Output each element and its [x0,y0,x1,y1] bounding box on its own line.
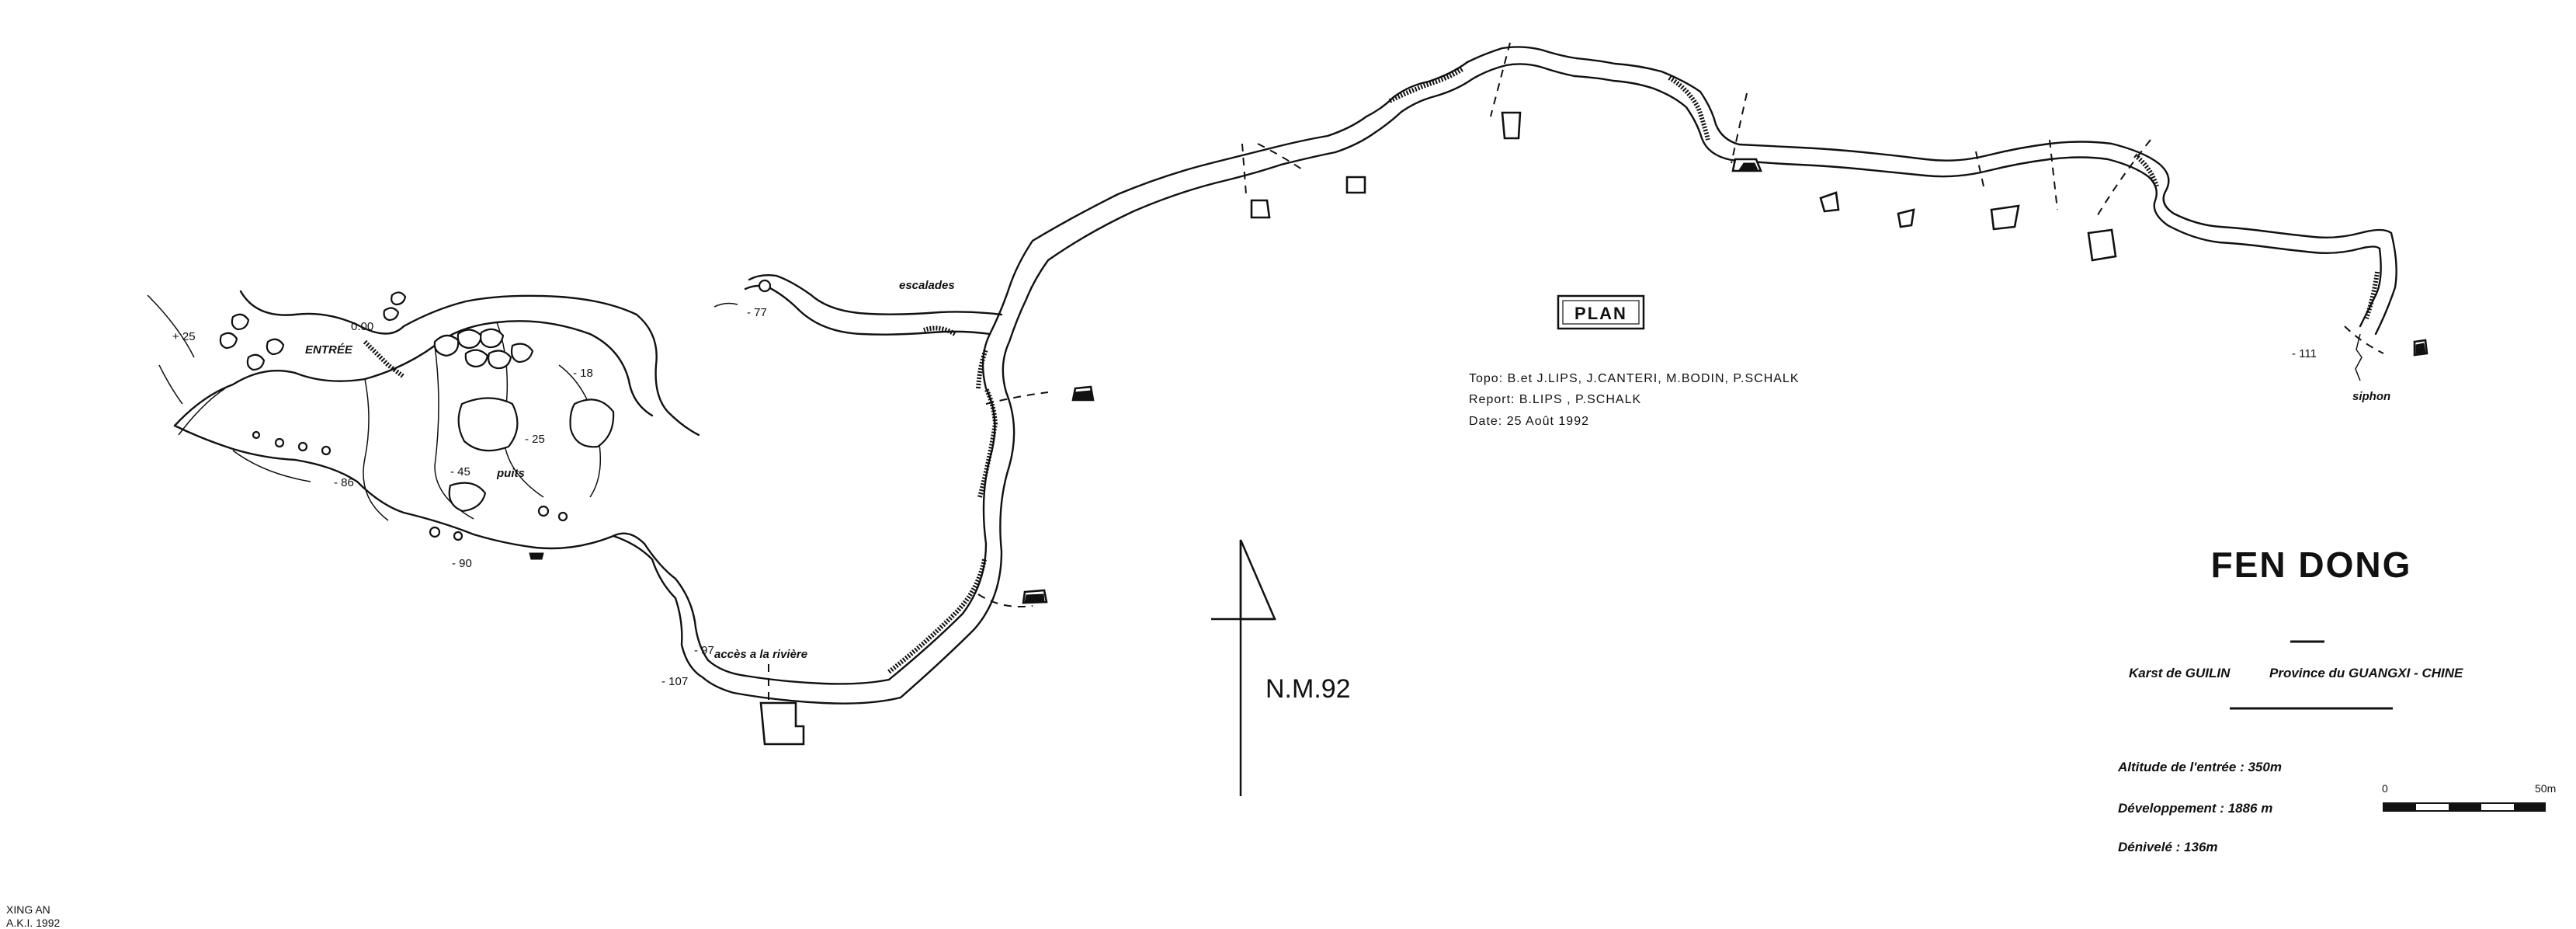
main-gallery [612,42,2428,746]
development-label: Développement : 1886 m [2118,801,2272,816]
depth-minus77: - 77 [747,306,767,319]
karst-label: Karst de GUILIN [2129,666,2231,680]
cave-title: FEN DONG [2211,545,2412,585]
place-labels: ENTRÉE escalades puits accès a la rivièr… [305,279,2390,661]
scale-bar: 0 50m [2382,782,2556,812]
depth-labels: + 25 0.00 - 77 - 18 - 25 - 45 - 86 - 90 … [172,306,2317,688]
credit-topo: Topo: B.et J.LIPS, J.CANTERI, M.BODIN, P… [1469,372,1800,385]
author-line2: A.K.I. 1992 [6,917,60,929]
label-escalades: escalades [899,279,955,292]
title-block: FEN DONG Karst de GUILIN Province du GUA… [2117,545,2463,854]
plan-label-box: PLAN [1557,294,1645,330]
denivele-label: Dénivelé : 136m [2118,840,2218,854]
depth-minus18: - 18 [573,367,593,380]
credit-date: Date: 25 Août 1992 [1469,415,1589,428]
north-arrow: N.M.92 [1211,539,1351,796]
author-line1: XING AN [6,903,50,916]
scale-end-label: 50m [2535,782,2556,795]
north-arrow-label: N.M.92 [1265,674,1351,704]
depth-minus86: - 86 [334,476,354,489]
author-mark: XING AN A.K.I. 1992 [6,903,60,929]
depth-minus111: - 111 [2292,347,2317,360]
credit-report: Report: B.LIPS , P.SCHALK [1469,393,1641,406]
depth-000: 0.00 [351,320,373,333]
label-entree: ENTRÉE [305,343,353,357]
label-puits: puits [496,467,525,480]
depth-minus97: - 97 [694,644,714,657]
depth-minus107: - 107 [661,675,688,688]
entrance-zone [147,290,700,560]
survey-credits: Topo: B.et J.LIPS, J.CANTERI, M.BODIN, P… [1469,372,1800,428]
depth-minus25: - 25 [525,433,545,446]
depth-minus45: - 45 [450,465,470,478]
label-acces: accès a la rivière [714,648,807,661]
province-label: Province du GUANGXI - CHINE [2269,666,2463,680]
scale-start-label: 0 [2382,782,2388,795]
plan-label: PLAN [1574,304,1627,323]
depth-plus25: + 25 [172,330,196,343]
altitude-label: Altitude de l'entrée : 350m [2117,760,2282,774]
depth-minus90: - 90 [452,557,472,570]
label-siphon: siphon [2352,390,2390,403]
